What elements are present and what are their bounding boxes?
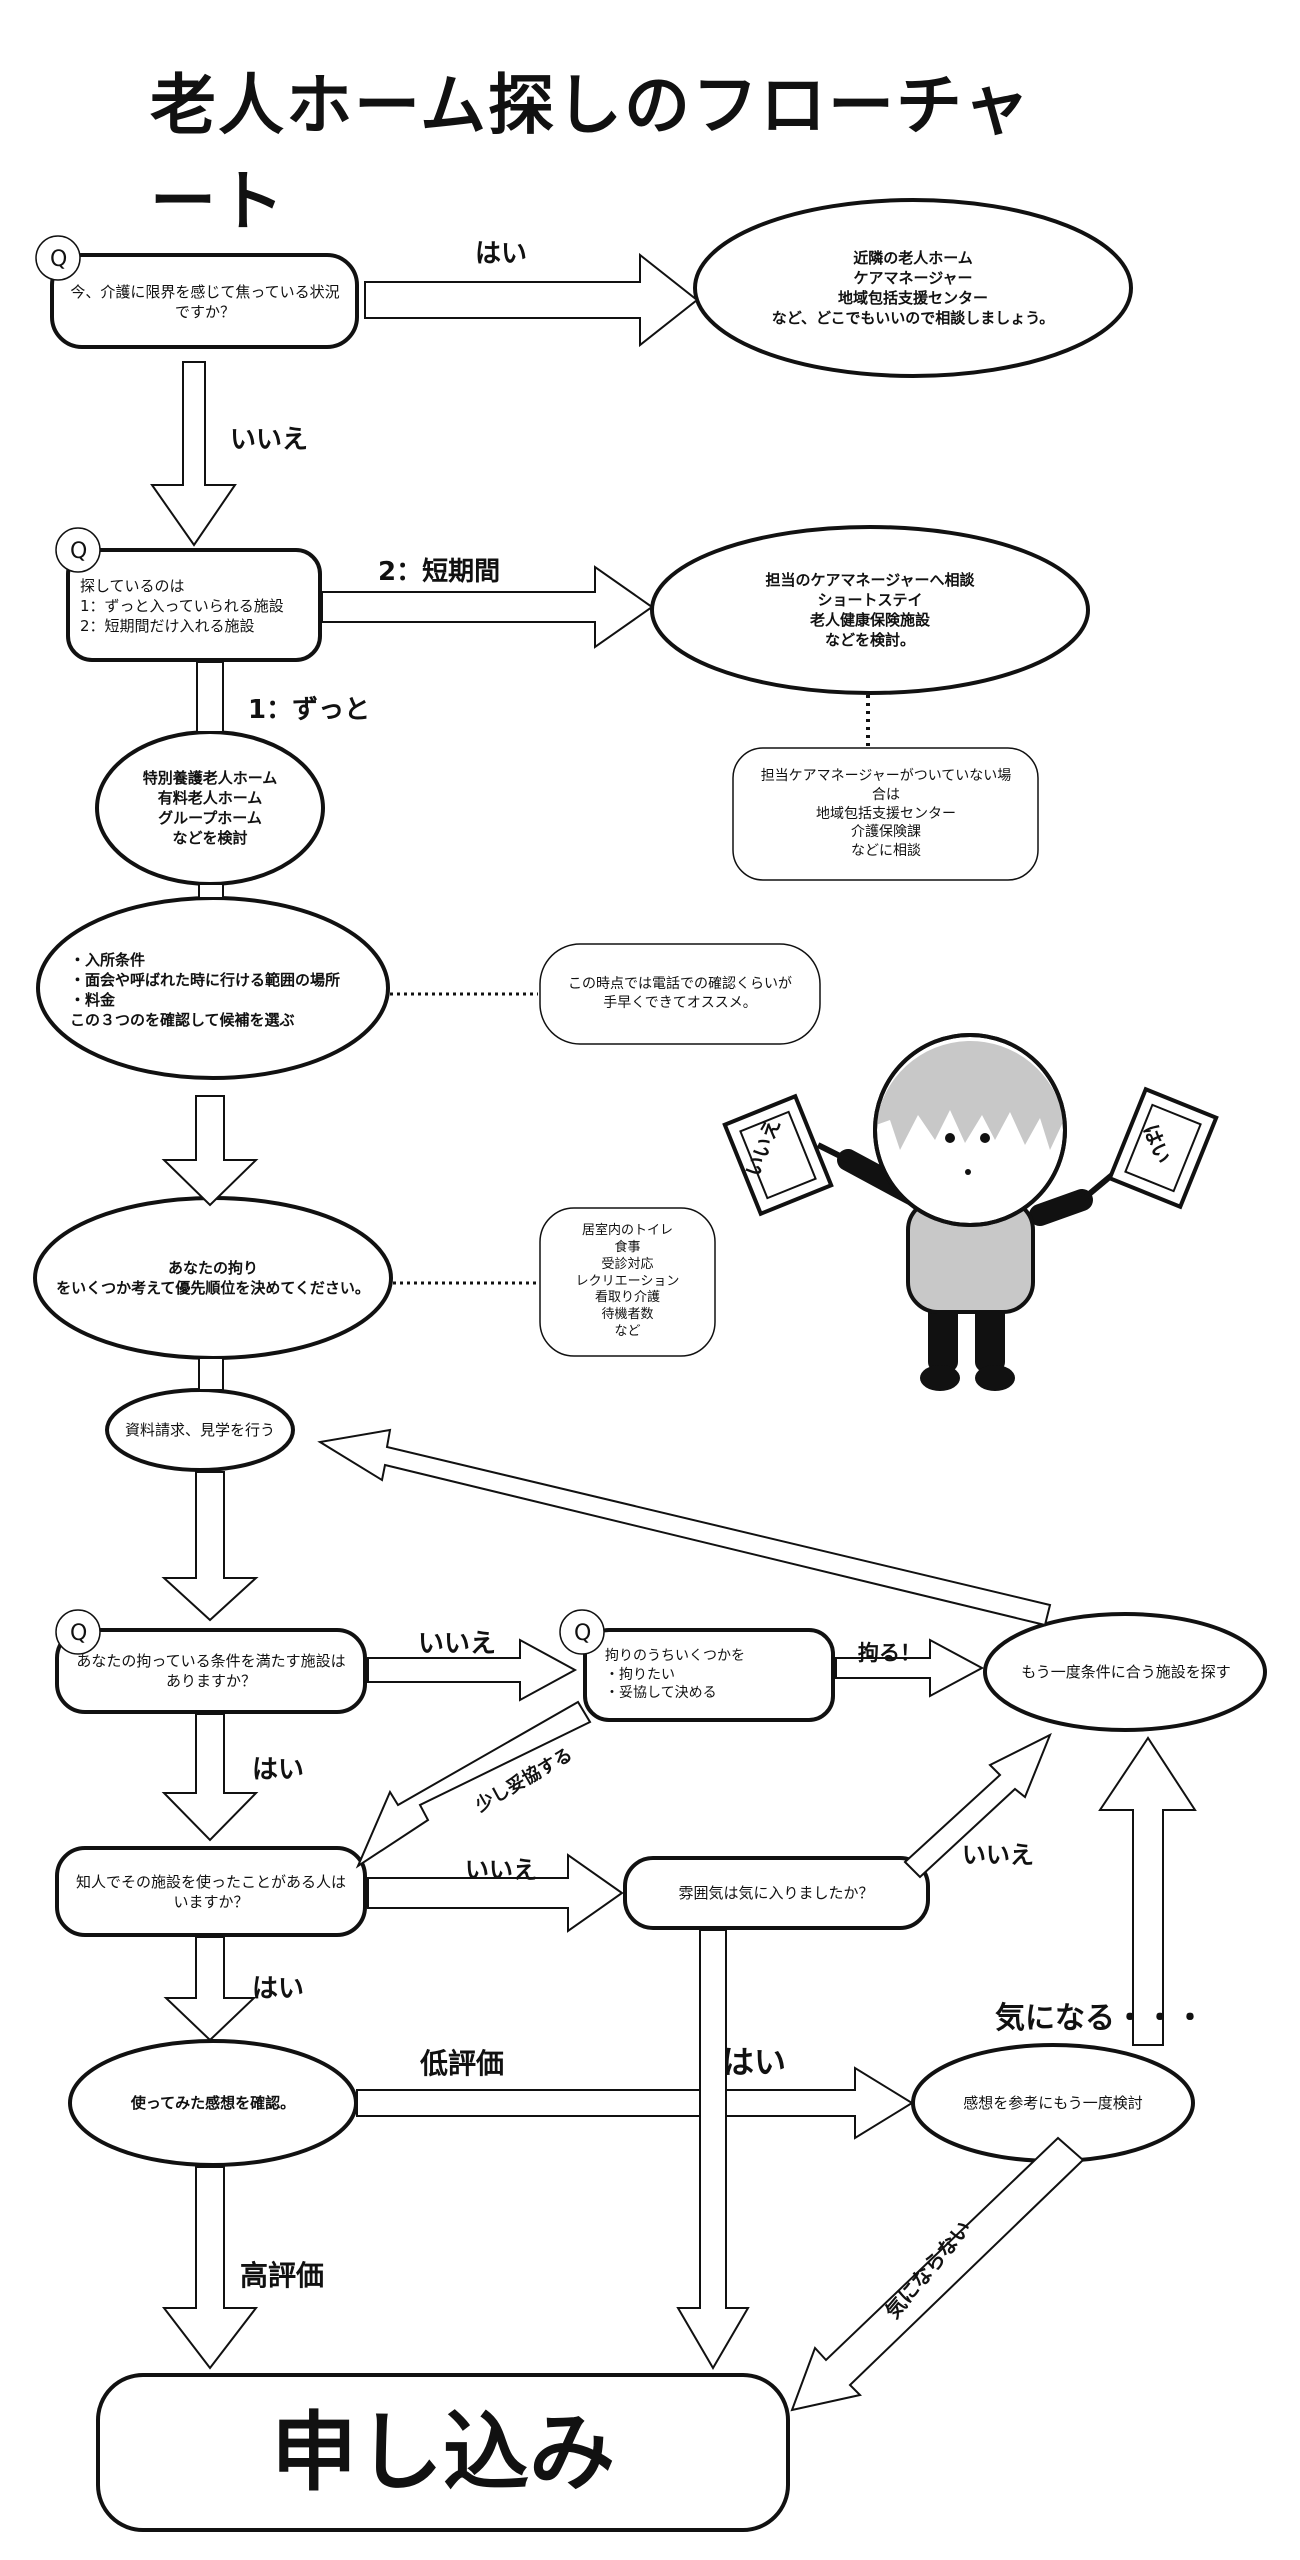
criteria-text: ・入所条件 ・面会や呼ばれた時に行ける範囲の場所 ・料金 この３つのを確認して候… xyxy=(70,950,341,1030)
long-term-text: 特別養護老人ホーム 有料老人ホーム グループホーム などを検討 xyxy=(142,768,278,848)
search-again-ellipse xyxy=(983,1612,1267,1732)
atmosphere-box xyxy=(623,1856,930,1930)
acquaintance-text: 知人でその施設を使ったことがある人は いますか？ xyxy=(75,1872,346,1911)
request-info-text: 資料請求、見学を行う xyxy=(124,1420,275,1439)
mascot-figure xyxy=(722,1033,1219,1391)
check-impression-text: 使ってみた感想を確認。 xyxy=(130,2093,296,2112)
edge-label-low-rating: 低評価 xyxy=(419,2047,504,2080)
arrow-acq-no xyxy=(367,1853,624,1933)
arrow-q2-long xyxy=(196,661,224,733)
edge-label-q1-yes: はい xyxy=(475,239,527,269)
q2-marker-label: Q xyxy=(70,539,87,564)
q2-box xyxy=(66,548,322,662)
edge-label-acq-no: いいえ xyxy=(465,1856,537,1884)
no-care-manager-text: 担当ケアマネージャーがついていない場 合は 地域包括支援センター 介護保険課 な… xyxy=(760,767,1012,860)
atmosphere-text: 雰囲気は気に入りましたか？ xyxy=(678,1883,874,1902)
arrow-high-rating xyxy=(161,2166,259,2370)
edge-label-atmos-no: いいえ xyxy=(962,1841,1034,1869)
short-term-text: 担当のケアマネージャーへ相談 ショートステイ 老人健康保険施設 などを検討。 xyxy=(765,570,975,650)
arrow-q2-short xyxy=(321,565,654,649)
q1-marker xyxy=(35,235,81,281)
q3-marker-label: Q xyxy=(70,1621,87,1646)
arrow-q4-compromise xyxy=(355,1700,592,1869)
no-care-manager-box xyxy=(732,747,1039,881)
page-title: 老人ホーム探しのフローチャート xyxy=(150,67,1032,240)
arrow-longterm-criteria xyxy=(198,883,224,899)
arrow-acq-yes xyxy=(163,1936,257,2042)
priorities-text: あなたの拘り をいくつか考えて優先順位を決めてください。 xyxy=(56,1258,370,1297)
q4-marker xyxy=(559,1609,605,1655)
arrow-not-concerned xyxy=(790,2136,1085,2412)
short-term-ellipse xyxy=(650,525,1090,695)
edge-label-atmos-yes: はい xyxy=(722,2043,786,2081)
edge-label-acq-yes: はい xyxy=(252,1974,304,2004)
q1-box xyxy=(50,253,359,349)
arrow-q4-stick xyxy=(835,1638,985,1698)
priority-examples-box xyxy=(539,1207,716,1357)
priority-examples-text: 居室内のトイレ 食事 受診対応 レクリエーション 看取り介護 待機者数 など xyxy=(575,1222,680,1340)
edge-label-concerned: 気になる・・・ xyxy=(995,2001,1205,2036)
apply-box xyxy=(96,2373,790,2532)
acquaintance-box xyxy=(55,1846,367,1937)
q1-text: 今、介護に限界を感じて焦っている状況 ですか？ xyxy=(70,282,340,321)
arrow-atmos-yes xyxy=(676,1929,750,2370)
q3-box xyxy=(55,1628,367,1714)
phone-tip-box xyxy=(539,943,821,1045)
edge-label-high-rating: 高評価 xyxy=(240,2259,324,2292)
reconsider-text: 感想を参考にもう一度検討 xyxy=(963,2093,1143,2112)
search-again-text: もう一度条件に合う施設を探す xyxy=(1021,1662,1231,1681)
arrow-concerned xyxy=(1098,1736,1197,2046)
arrow-q1-yes xyxy=(364,252,699,348)
arrow-priorities-request xyxy=(198,1357,224,1391)
q4-marker-label: Q xyxy=(574,1621,591,1646)
q2-marker xyxy=(55,527,101,573)
arrow-request-q3 xyxy=(161,1471,259,1622)
arrow-q3-no xyxy=(367,1638,578,1702)
q3-marker xyxy=(55,1609,101,1655)
edge-label-q1-no: いいえ xyxy=(230,425,308,455)
consult-nearby-text: 近隣の老人ホーム ケアマネージャー 地域包括支援センター など、どこでもいいので… xyxy=(771,248,1055,328)
q1-marker-label: Q xyxy=(50,247,67,272)
consult-nearby-ellipse xyxy=(693,198,1133,378)
edge-label-q4-stick: 拘る！ xyxy=(858,1641,921,1665)
arrow-atmos-no xyxy=(903,1732,1052,1879)
edge-label-q2-short: 2：短期間 xyxy=(378,557,500,587)
edge-label-q2-long: 1：ずっと xyxy=(248,695,370,725)
arrow-q3-yes xyxy=(161,1713,259,1842)
edge-label-q3-yes: はい xyxy=(252,1755,304,1785)
arrow-q1-no xyxy=(150,361,237,547)
arrow-search-request xyxy=(317,1428,1052,1627)
q2-text: 探しているのは 1：ずっと入っていられる施設 2：短期間だけ入れる施設 xyxy=(80,576,284,636)
apply-text: 申し込み xyxy=(271,2402,615,2503)
arrow-criteria-priorities xyxy=(161,1095,259,1207)
arrow-low-rating xyxy=(356,2066,914,2140)
q3-text: あなたの拘っている条件を満たす施設は ありますか？ xyxy=(76,1651,346,1690)
edge-label-q3-no: いいえ xyxy=(418,1629,496,1659)
q4-box xyxy=(583,1628,835,1722)
q4-text: 拘りのうちいくつかを ・拘りたい ・妥協して決める xyxy=(605,1647,745,1702)
phone-tip-text: この時点では電話での確認くらいが 手早くできてオススメ。 xyxy=(568,976,792,1011)
